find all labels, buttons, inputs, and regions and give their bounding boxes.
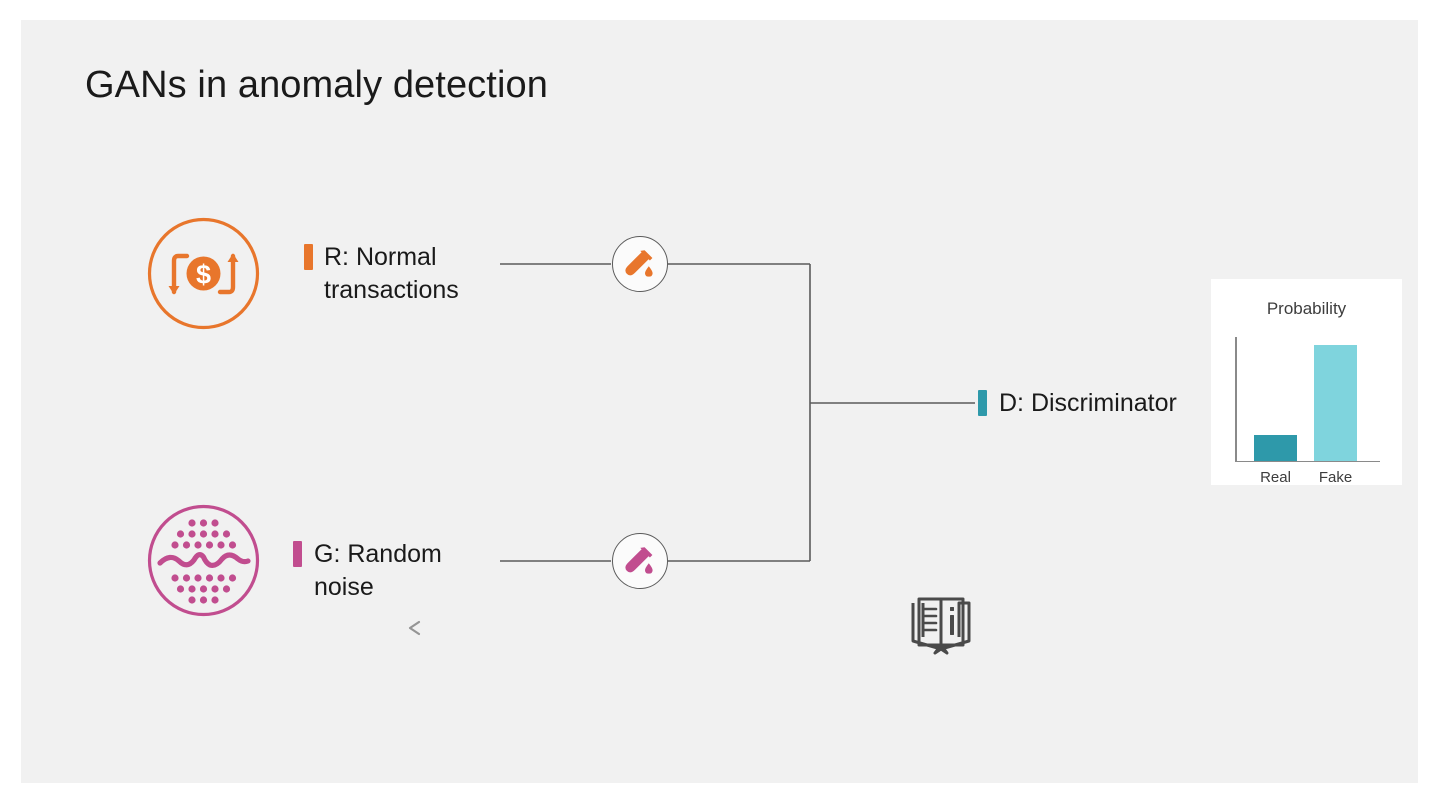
chart-tick-real: Real [1260, 469, 1291, 486]
chart-bar-fake [1314, 345, 1357, 461]
node-label-discriminator: D: Discriminator [999, 389, 1177, 417]
chart-plot-area: Real Fake [1235, 337, 1380, 486]
random-noise-dots-icon [146, 503, 261, 618]
chart-y-axis [1235, 337, 1237, 462]
node-label-noise: G: Random noise [314, 540, 442, 601]
chart-tick-fake: Fake [1318, 469, 1353, 486]
test-tube-icon [625, 250, 653, 277]
page-title: GANs in anomaly detection [85, 64, 548, 106]
chart-bar-real [1254, 435, 1297, 461]
test-tube-icon [625, 547, 653, 574]
chart-title: Probability [1266, 299, 1347, 318]
probability-chart-panel: Probability Real Fake [1211, 279, 1402, 486]
chart-x-axis [1235, 460, 1380, 462]
accent-bar-real [304, 244, 313, 270]
small-chevron-mark [403, 618, 425, 638]
test-tube-magenta-node[interactable] [612, 533, 668, 589]
accent-bar-discriminator [978, 390, 987, 416]
test-tube-orange-node[interactable] [612, 236, 668, 292]
node-label-real: R: Normal transactions [324, 243, 459, 304]
svg-text:$: $ [196, 260, 211, 290]
open-book-info-icon[interactable] [909, 595, 973, 657]
slide-canvas: GANs in anomaly detection $ [21, 20, 1418, 783]
accent-bar-noise [293, 541, 302, 567]
money-transaction-cycle-icon: $ [146, 216, 261, 331]
